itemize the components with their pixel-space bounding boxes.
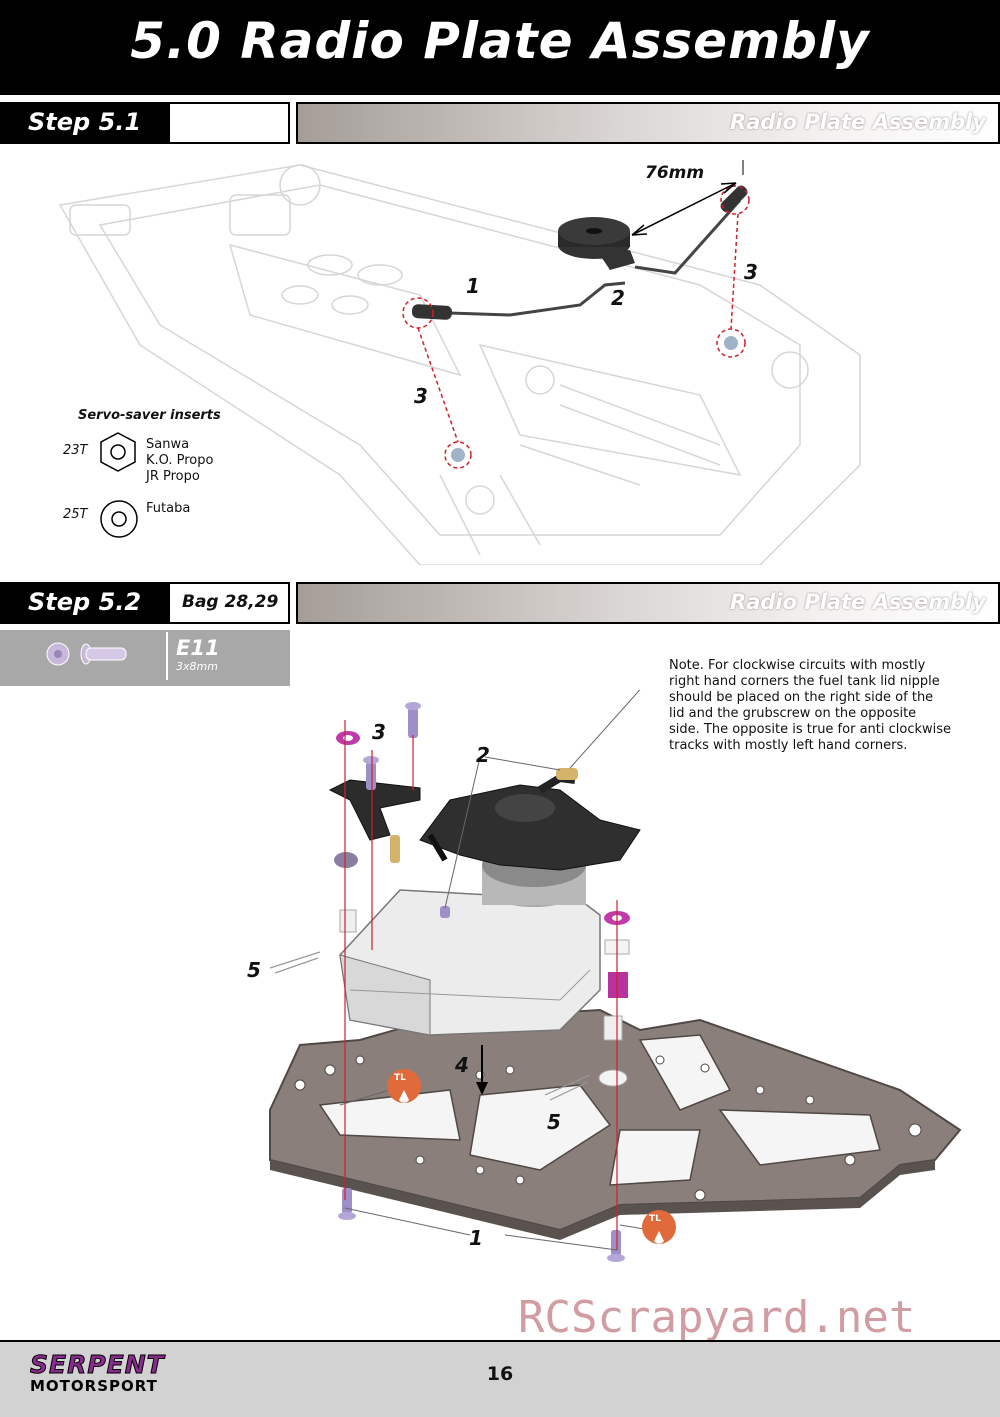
screw-icon bbox=[46, 642, 127, 666]
chassis-steering-illustration bbox=[58, 160, 861, 565]
brand-label: K.O. Propo bbox=[146, 453, 214, 468]
hexagon-icon bbox=[100, 432, 136, 472]
note-line: tracks with mostly left hand corners. bbox=[669, 738, 908, 753]
inserts-title: Servo-saver inserts bbox=[78, 408, 221, 423]
radio-plate-illustration bbox=[269, 690, 962, 1262]
tl-badge-label: TL bbox=[394, 1073, 406, 1083]
callout-2: 2 bbox=[476, 743, 490, 767]
part-size: 3x8mm bbox=[176, 660, 218, 673]
bag-label bbox=[168, 102, 290, 144]
brand-logo-top: SERPENT bbox=[30, 1350, 165, 1380]
callout-3: 3 bbox=[372, 720, 386, 744]
dimension-label: 76mm bbox=[645, 163, 705, 183]
callout-1: 1 bbox=[469, 1226, 483, 1250]
section-banner: Radio Plate Assembly bbox=[296, 102, 1000, 144]
note-line: should be placed on the right side of th… bbox=[669, 690, 934, 705]
callout-3-left: 3 bbox=[414, 384, 428, 408]
bag-label: Bag 28,29 bbox=[168, 582, 290, 624]
footer bbox=[0, 1340, 1000, 1417]
tl-badge-label: TL bbox=[649, 1214, 661, 1224]
callout-5-left: 5 bbox=[247, 958, 261, 982]
part-code: E11 bbox=[176, 636, 220, 660]
brand-label: Sanwa bbox=[146, 437, 190, 452]
divider bbox=[166, 632, 168, 680]
step-label: Step 5.1 bbox=[0, 102, 168, 144]
callout-4: 4 bbox=[455, 1053, 469, 1077]
section-banner: Radio Plate Assembly bbox=[296, 582, 1000, 624]
callout-3-right: 3 bbox=[744, 260, 758, 284]
section-title: Radio Plate Assembly bbox=[730, 590, 986, 614]
step-label: Step 5.2 bbox=[0, 582, 168, 624]
insert-size: 25T bbox=[63, 507, 88, 522]
insert-brand-25t: Futaba bbox=[146, 501, 191, 516]
ring-icon bbox=[100, 500, 138, 538]
note-line: lid and the grubscrew on the opposite bbox=[669, 706, 917, 721]
callout-2: 2 bbox=[611, 286, 625, 310]
page-title: 5.0 Radio Plate Assembly bbox=[130, 12, 870, 70]
assembly-note: Note. For clockwise circuits with mostly… bbox=[669, 658, 951, 754]
note-line: side. The opposite is true for anti cloc… bbox=[669, 722, 952, 737]
page-number: 16 bbox=[486, 1363, 514, 1385]
brand-label: JR Propo bbox=[146, 469, 200, 484]
title-bar bbox=[0, 0, 1000, 95]
note-line: right hand corners the fuel tank lid nip… bbox=[669, 674, 940, 689]
insert-brands-23t: Sanwa K.O. Propo JR Propo bbox=[146, 437, 213, 485]
callout-1: 1 bbox=[466, 274, 480, 298]
section-title: Radio Plate Assembly bbox=[730, 110, 986, 134]
callout-5-right: 5 bbox=[547, 1110, 561, 1134]
note-line: Note. For clockwise circuits with mostly bbox=[669, 658, 926, 673]
brand-logo-bottom: MOTORSPORT bbox=[30, 1377, 158, 1395]
watermark: RCScrapyard.net bbox=[518, 1292, 916, 1343]
insert-size: 23T bbox=[63, 443, 88, 458]
